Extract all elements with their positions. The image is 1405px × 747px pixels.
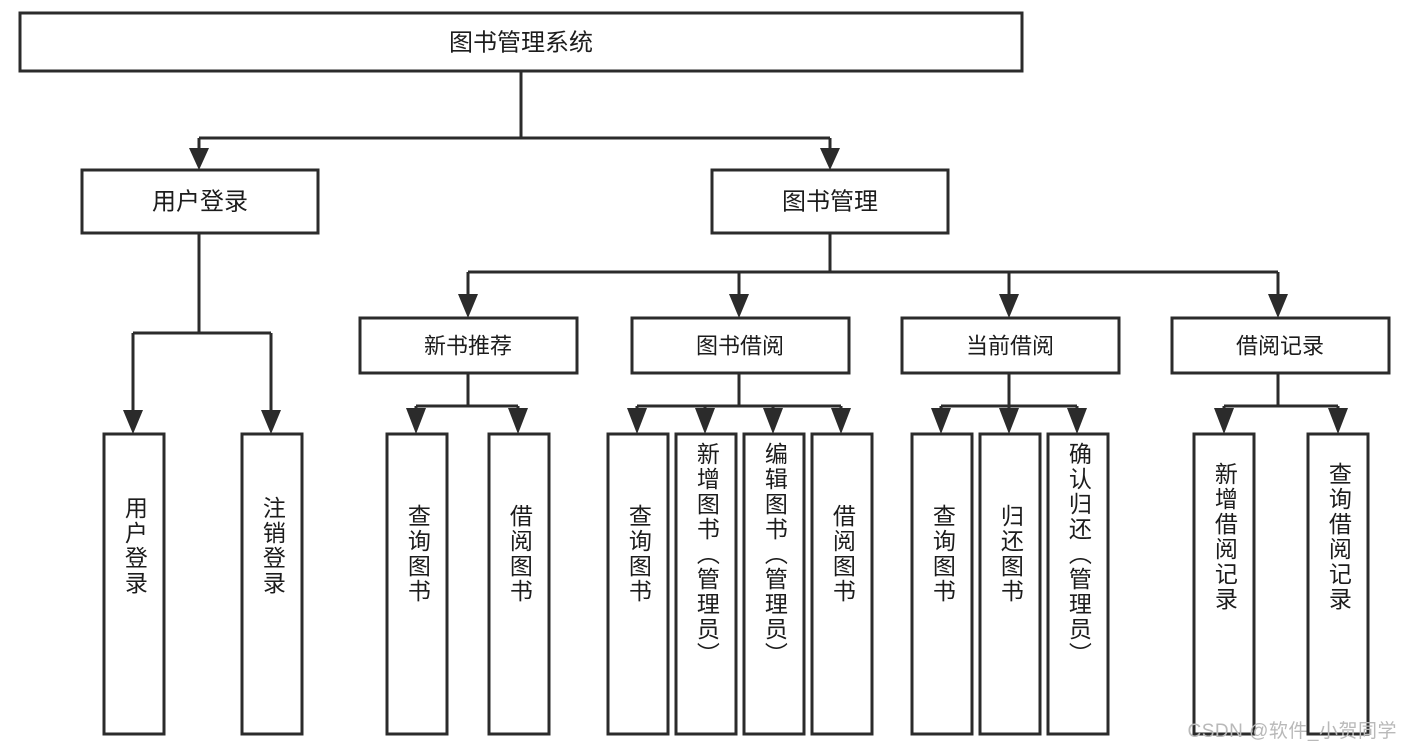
arrow-head-leaf-query-book-3 [931,408,951,434]
arrow-head-book-manage [820,148,840,170]
node-box-leaf-edit-book[interactable] [742,432,806,736]
node-box-leaf-confirm-return[interactable] [1046,432,1110,736]
node-box-leaf-query-book-3[interactable] [910,432,974,736]
node-label-borrow-record: 借阅记录 [1236,334,1324,359]
node-box-book-manage[interactable] [710,168,950,235]
arrow-head-leaf-borrow-book-2 [831,408,851,434]
node-label-book-borrow: 图书借阅 [696,334,784,359]
node-box-leaf-query-book-1[interactable] [385,432,449,736]
arrow-head-leaf-borrow-book-1 [508,408,528,434]
arrow-head-leaf-edit-book [763,408,783,434]
arrow-head-leaf-return-book [999,408,1019,434]
node-box-leaf-add-record[interactable] [1192,432,1256,736]
node-box-leaf-add-book[interactable] [674,432,738,736]
arrow-head-leaf-add-record [1214,408,1234,434]
connector-group [123,71,1348,434]
node-box-leaf-user-login[interactable] [102,432,166,736]
csdn-watermark: CSDN @软件_小贺同学 [1187,721,1397,742]
arrow-head-leaf-query-record [1328,408,1348,434]
node-box-book-borrow[interactable] [630,316,851,375]
node-box-current-borrow[interactable] [900,316,1121,375]
arrow-head-user-login [189,148,209,170]
arrow-head-leaf-query-book-1 [406,408,426,434]
node-box-root[interactable] [18,11,1024,73]
node-box-leaf-borrow-book-2[interactable] [810,432,874,736]
node-box-leaf-borrow-book-1[interactable] [487,432,551,736]
node-box-borrow-record[interactable] [1170,316,1391,375]
node-label-current-borrow: 当前借阅 [966,334,1054,359]
arrow-head-borrow-record [1268,294,1288,318]
node-box-leaf-return-book[interactable] [978,432,1042,736]
node-label-root: 图书管理系统 [449,30,593,57]
node-group: 图书管理系统 用户登录 图书管理 新书推荐 图书借阅 当前借阅 借阅记录 [18,11,1391,736]
node-label-book-manage: 图书管理 [782,189,878,216]
arrow-head-leaf-user-login [123,410,143,434]
node-box-leaf-query-record[interactable] [1306,432,1370,736]
node-box-leaf-logout[interactable] [240,432,304,736]
arrow-head-leaf-add-book [695,408,715,434]
arrow-head-current-borrow [999,294,1019,318]
node-box-user-login[interactable] [80,168,320,235]
node-label-user-login: 用户登录 [152,189,248,216]
arrow-head-new-book-recommend [458,294,478,318]
arrow-head-book-borrow [729,294,749,318]
node-box-leaf-query-book-2[interactable] [606,432,670,736]
node-label-new-book-recommend: 新书推荐 [424,334,512,359]
node-box-new-book-recommend[interactable] [358,316,579,375]
arrow-head-leaf-logout [261,410,281,434]
arrow-head-leaf-query-book-2 [627,408,647,434]
arrow-head-leaf-confirm-return [1067,408,1087,434]
